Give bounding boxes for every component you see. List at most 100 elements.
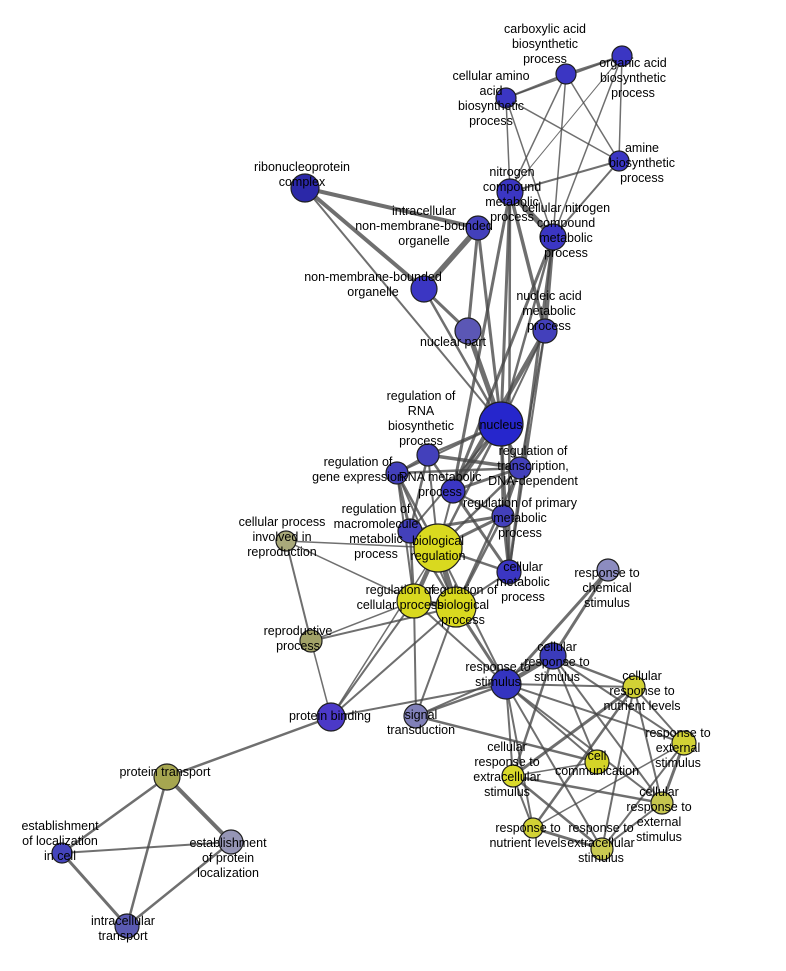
edge-nitrogen_compound--nucleus[interactable] <box>499 190 512 426</box>
edge-cellular_nitrogen_compound--nucleus[interactable] <box>499 235 555 426</box>
node-nuclear_part[interactable]: nuclear part <box>454 317 482 345</box>
node-resp_external[interactable]: response to external stimulus <box>671 730 697 756</box>
edge-resp_stimulus--resp_extracellular[interactable] <box>505 683 603 850</box>
node-carboxylic_acid[interactable]: carboxylic acid biosynthetic process <box>555 63 577 85</box>
node-rna_metabolic[interactable]: RNA metabolic process <box>440 478 466 504</box>
node-reg_rna_biosynthetic[interactable]: regulation of RNA biosynthetic process <box>416 443 440 467</box>
node-cellular_metabolic[interactable]: cellular metabolic process <box>496 559 522 585</box>
edge-resp_stimulus--signal_transduction[interactable] <box>414 682 508 718</box>
edge-cellular_amino_acid--cellular_nitrogen_compound[interactable] <box>505 97 554 238</box>
edge-resp_extracellular--cellular_resp_extracellular[interactable] <box>511 774 604 851</box>
edge-cellular_resp_nutrient--cellular_resp_extracellular[interactable] <box>511 685 636 778</box>
node-establishment_localization_cell[interactable]: establishment of localization in cell <box>51 842 73 864</box>
edge-cellular_resp_nutrient--resp_extracellular[interactable] <box>601 686 635 850</box>
edge-nucleic_acid_metabolic--cellular_metabolic[interactable] <box>508 330 546 573</box>
edge-resp_nutrient--resp_extracellular[interactable] <box>531 826 604 851</box>
edge-cellular_resp_nutrient--cellular_resp_external[interactable] <box>633 686 663 804</box>
edge-resp_stimulus--reg_cellular_process[interactable] <box>413 600 507 685</box>
edge-cellular_process_reproduction--reg_cellular_process[interactable] <box>285 540 415 602</box>
edge-ribonucleoprotein_complex--intracellular_nmb_organelle[interactable] <box>303 186 480 230</box>
node-nitrogen_compound[interactable]: nitrogen compound metabolic process <box>496 178 524 206</box>
node-cell_communication[interactable]: cell communication <box>584 749 610 775</box>
edge-reproductive_process--reg_biological_process[interactable] <box>310 606 457 642</box>
edge-resp_stimulus--resp_chemical[interactable] <box>504 568 610 686</box>
edge-resp_stimulus--cellular_resp_external[interactable] <box>505 683 663 804</box>
edge-reg_rna_biosynthetic--reg_transcription[interactable] <box>426 453 522 470</box>
node-reg_gene_expression[interactable]: regulation of gene expression <box>385 461 409 485</box>
node-establishment_protein_localization[interactable]: establishment of protein localization <box>218 829 244 855</box>
node-resp_extracellular[interactable]: response to extracellular stimulus <box>590 837 614 861</box>
edge-cellular_amino_acid--amine[interactable] <box>505 97 620 162</box>
edge-establishment_localization_cell--establishment_protein_localization[interactable] <box>61 841 232 854</box>
edge-amine--nitrogen_compound[interactable] <box>509 160 620 193</box>
node-nmb_organelle[interactable]: non-membrane-bounded organelle <box>410 275 438 303</box>
edge-protein_binding--reg_biological_process[interactable] <box>330 606 457 718</box>
node-protein_transport[interactable]: protein transport <box>153 763 181 791</box>
edge-organic_acid--nitrogen_compound[interactable] <box>509 55 623 193</box>
edge-resp_stimulus--cellular_resp_nutrient[interactable] <box>505 683 635 688</box>
node-signal_transduction[interactable]: signal transduction <box>403 703 429 729</box>
node-reg_primary_metabolic[interactable]: regulation of primary metabolic process <box>491 504 515 528</box>
node-cellular_resp_external[interactable]: cellular response to external stimulus <box>650 791 674 815</box>
edge-amine--cellular_nitrogen_compound[interactable] <box>552 160 620 238</box>
edge-reproductive_process--reg_cellular_process[interactable] <box>310 600 415 642</box>
node-cellular_resp_extracellular[interactable]: cellular response to extracellular stimu… <box>501 764 525 788</box>
edge-organic_acid--cellular_nitrogen_compound[interactable] <box>552 55 623 238</box>
edge-protein_binding--resp_stimulus[interactable] <box>330 683 507 718</box>
edge-establishment_localization_cell--intracellular_transport[interactable] <box>60 851 129 928</box>
edge-protein_binding--biological_regulation[interactable] <box>330 547 439 718</box>
node-nucleic_acid_metabolic[interactable]: nucleic acid metabolic process <box>532 318 558 344</box>
edge-cellular_resp_stimulus--cellular_resp_external[interactable] <box>552 655 663 804</box>
edge-cellular_amino_acid--nitrogen_compound[interactable] <box>505 97 511 193</box>
edge-cellular_process_reproduction--reproductive_process[interactable] <box>285 540 312 642</box>
edge-nmb_organelle--nucleus[interactable] <box>422 287 503 426</box>
edge-signal_transduction--reg_cellular_process[interactable] <box>413 600 417 717</box>
node-reg_transcription[interactable]: regulation of transcription, DNA-depende… <box>508 456 532 480</box>
node-resp_chemical[interactable]: response to chemical stimulus <box>596 558 620 582</box>
edge-cellular_resp_extracellular--cell_communication[interactable] <box>512 761 598 777</box>
edge-protein_binding--protein_transport[interactable] <box>165 715 333 779</box>
node-reproductive_process[interactable]: reproductive process <box>299 629 323 653</box>
node-cellular_resp_stimulus[interactable]: cellular response to stimulus <box>539 642 567 670</box>
edge-cellular_resp_stimulus--cell_communication[interactable] <box>552 655 598 763</box>
edge-nitrogen_compound--nucleic_acid_metabolic[interactable] <box>508 190 547 333</box>
node-biological_regulation[interactable]: biological regulation <box>413 523 463 573</box>
edge-reg_transcription--reg_gene_expression[interactable] <box>395 466 522 475</box>
edge-intracellular_nmb_organelle--nucleus[interactable] <box>476 226 503 426</box>
edge-resp_external--resp_extracellular[interactable] <box>601 742 685 850</box>
node-resp_nutrient[interactable]: response to nutrient levels <box>522 817 544 839</box>
edge-nucleus--reg_macromolecule_metabolic[interactable] <box>409 423 502 532</box>
edge-protein_transport--establishment_localization_cell[interactable] <box>60 775 169 855</box>
node-cellular_process_reproduction[interactable]: cellular process involved in reproductio… <box>275 530 297 552</box>
edge-reg_rna_biosynthetic--reg_macromolecule_metabolic[interactable] <box>408 453 430 533</box>
edge-carboxylic_acid--nitrogen_compound[interactable] <box>509 73 567 193</box>
edge-protein_binding--reg_cellular_process[interactable] <box>330 600 415 718</box>
edge-resp_stimulus--cell_communication[interactable] <box>505 683 598 763</box>
edge-intracellular_transport--establishment_protein_localization[interactable] <box>125 840 233 928</box>
node-nucleus[interactable]: nucleus <box>478 401 524 447</box>
edge-cellular_process_reproduction--biological_regulation[interactable] <box>285 540 439 549</box>
node-cellular_nitrogen_compound[interactable]: cellular nitrogen compound metabolic pro… <box>539 223 567 251</box>
edge-cellular_resp_extracellular--cellular_resp_external[interactable] <box>511 774 664 805</box>
node-cellular_amino_acid[interactable]: cellular amino acid biosynthetic process <box>495 87 517 109</box>
node-reg_biological_process[interactable]: regulation of biological process <box>435 586 477 628</box>
edge-rna_metabolic--cellular_metabolic[interactable] <box>451 489 511 574</box>
node-amine[interactable]: amine biosynthetic process <box>608 150 630 172</box>
edge-protein_transport--establishment_protein_localization[interactable] <box>165 775 233 844</box>
node-ribonucleoprotein_complex[interactable]: ribonucleoprotein complex <box>290 173 320 203</box>
edge-cellular_resp_stimulus--cellular_resp_extracellular[interactable] <box>511 654 555 778</box>
edge-ribonucleoprotein_complex--nucleus[interactable] <box>304 187 502 425</box>
edge-organic_acid--amine[interactable] <box>618 55 623 162</box>
edge-cellular_resp_nutrient--resp_nutrient[interactable] <box>531 685 636 830</box>
node-protein_binding[interactable]: protein binding <box>316 702 346 732</box>
node-reg_cellular_process[interactable]: regulation of cellular process <box>396 583 432 619</box>
node-organic_acid[interactable]: organic acid biosynthetic process <box>611 45 633 67</box>
edge-carboxylic_acid--cellular_nitrogen_compound[interactable] <box>552 73 567 238</box>
edge-protein_transport--intracellular_transport[interactable] <box>125 775 169 928</box>
edge-intracellular_nmb_organelle--nuclear_part[interactable] <box>466 226 480 333</box>
edge-carboxylic_acid--amine[interactable] <box>565 73 620 162</box>
node-resp_stimulus[interactable]: response to stimulus <box>490 668 522 700</box>
edge-signal_transduction--cell_communication[interactable] <box>414 714 599 764</box>
edge-cellular_resp_stimulus--resp_chemical[interactable] <box>551 568 610 658</box>
node-intracellular_nmb_organelle[interactable]: intracellular non-membrane-bounded organ… <box>465 215 491 241</box>
